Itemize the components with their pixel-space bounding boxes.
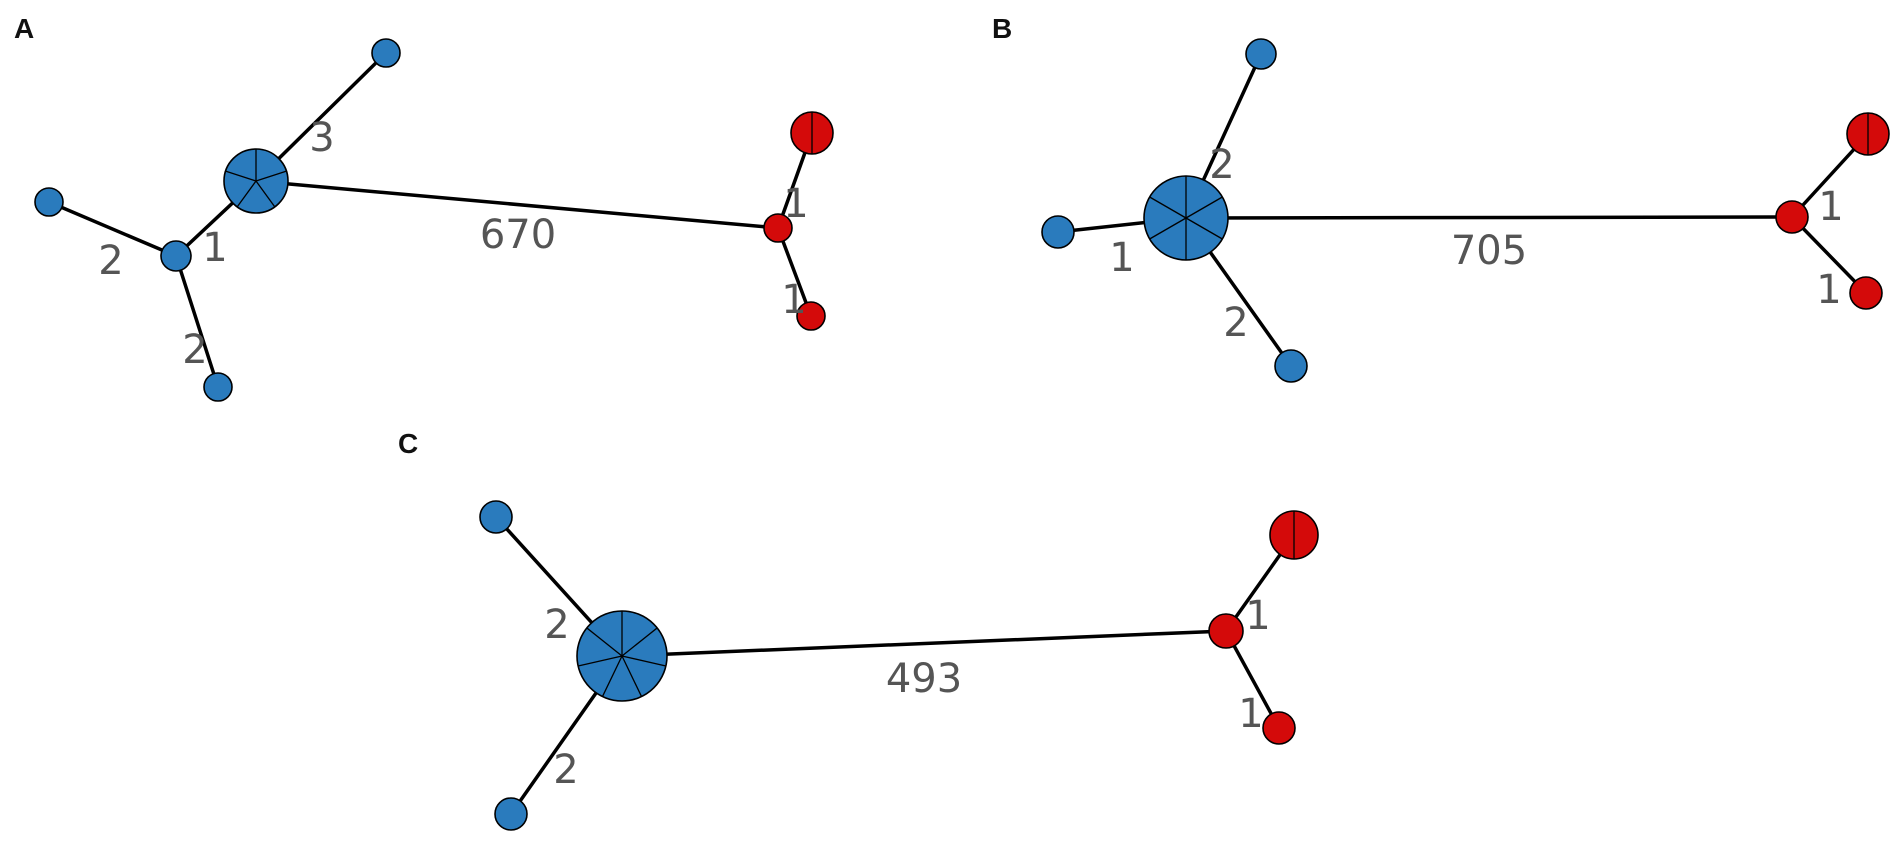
edge-label: 2 <box>98 238 123 284</box>
node-circle <box>763 213 793 243</box>
node-sector-divider <box>621 655 643 697</box>
node-circle <box>796 301 826 331</box>
node-c-hub <box>576 610 668 702</box>
edge-label: 1 <box>781 277 806 323</box>
edge-a-redmid-a-redbottom <box>776 226 813 318</box>
node-a-left <box>34 187 64 217</box>
edge-a-mid-a-left <box>47 200 178 258</box>
edge-label: 2 <box>1209 142 1234 188</box>
node-circle <box>1041 215 1075 249</box>
edge-c-hub-c-redmid <box>620 629 1228 658</box>
node-a-bottom <box>203 372 233 402</box>
node-c-top <box>479 500 513 534</box>
edge-label: 1 <box>202 225 227 271</box>
node-c-redmid <box>1208 613 1244 649</box>
node-circle <box>1775 200 1809 234</box>
node-circle <box>203 372 233 402</box>
node-circle <box>371 38 401 68</box>
node-b-redmid <box>1775 200 1809 234</box>
node-a-redbottom <box>796 301 826 331</box>
edges-layer <box>47 51 1870 816</box>
node-c-redbottom <box>1262 711 1296 745</box>
edge-c-redmid-c-redbottom <box>1224 629 1281 730</box>
node-circle <box>479 500 513 534</box>
node-sector-divider <box>255 180 276 208</box>
node-sector-divider <box>601 655 623 697</box>
node-sector-divider <box>586 627 623 657</box>
node-sector-divider <box>621 627 658 657</box>
panel-letter-b: B <box>992 13 1012 44</box>
node-sector-divider <box>1149 196 1187 219</box>
node-circle <box>160 240 192 272</box>
panel-letter-c: C <box>398 428 418 459</box>
edge-label: 1 <box>1109 235 1134 281</box>
edge-labels-layer: 3 1 2 2 670 1 1 2 1 2 705 1 1 2 2 493 1 1 <box>98 115 1843 793</box>
node-b-redtop <box>1846 112 1890 156</box>
node-circle <box>1849 276 1883 310</box>
node-sector-divider <box>621 655 667 667</box>
node-c-bottom <box>494 797 528 831</box>
node-circle <box>1208 613 1244 649</box>
edge-label: 2 <box>544 602 569 648</box>
edge-b-redmid-b-redbottom <box>1790 215 1868 295</box>
edge-label: 1 <box>1238 691 1263 737</box>
edge-a-hub-a-redmid <box>254 179 780 230</box>
edge-b-hub-b-redmid <box>1184 215 1794 220</box>
node-b-top <box>1245 38 1277 70</box>
edge-label: 1 <box>1818 184 1843 230</box>
node-b-hub <box>1143 175 1229 261</box>
edge-label: 1 <box>783 181 808 227</box>
edge-label: 2 <box>1223 300 1248 346</box>
edge-label: 1 <box>1816 267 1841 313</box>
node-sector-divider <box>1185 217 1223 240</box>
node-sector-divider <box>255 170 287 182</box>
node-circle <box>494 797 528 831</box>
node-a-top <box>371 38 401 68</box>
node-sector-divider <box>1149 217 1187 240</box>
node-circle <box>1245 38 1277 70</box>
edge-label: 2 <box>182 327 207 373</box>
node-circle <box>1262 711 1296 745</box>
node-a-hub <box>223 148 289 214</box>
node-sector-divider <box>225 170 257 182</box>
node-b-bottom <box>1274 349 1308 383</box>
edge-label: 2 <box>553 747 578 793</box>
edge-a-mid-a-bottom <box>174 254 220 389</box>
edge-label: 493 <box>886 656 962 702</box>
panel-letter-a: A <box>14 13 34 44</box>
edge-label: 3 <box>309 115 334 161</box>
edge-label: 670 <box>480 212 556 258</box>
node-sector-divider <box>1185 196 1223 219</box>
nodes-layer <box>34 38 1890 831</box>
edge-label: 1 <box>1245 593 1270 639</box>
node-sector-divider <box>577 655 623 667</box>
node-b-redbottom <box>1849 276 1883 310</box>
node-circle <box>1274 349 1308 383</box>
node-a-mid <box>160 240 192 272</box>
edge-label: 705 <box>1451 228 1527 274</box>
node-b-left <box>1041 215 1075 249</box>
node-a-redmid <box>763 213 793 243</box>
node-circle <box>34 187 64 217</box>
node-sector-divider <box>236 180 257 208</box>
node-a-redtop <box>790 111 834 155</box>
node-c-redtop <box>1269 510 1319 560</box>
